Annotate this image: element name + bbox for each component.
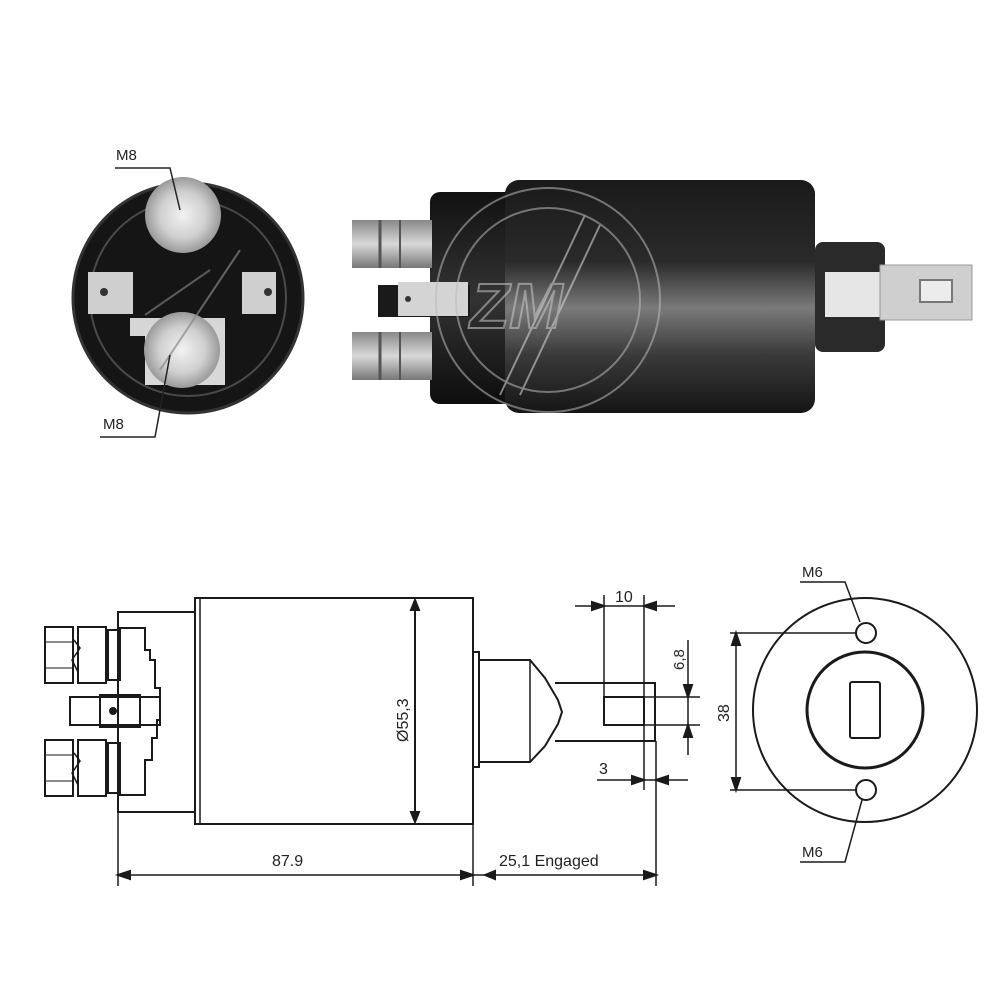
drawing-end-view	[730, 581, 978, 863]
bottom-hole-label: M6	[802, 844, 823, 861]
photo-side-view: ZM	[352, 180, 973, 413]
bottom-mount-hole	[855, 779, 877, 801]
hole-spacing-label: 38	[716, 704, 733, 722]
top-stud	[352, 220, 432, 268]
top-mount-hole	[855, 622, 877, 644]
bottom-stud	[352, 332, 432, 380]
overall-length-label: 87.9	[272, 853, 303, 870]
photo-end-view	[71, 167, 305, 438]
drawing-side-view	[44, 595, 700, 886]
left-tab	[88, 272, 133, 314]
bottom-terminal-label: M8	[103, 416, 124, 433]
tab-width-label: 10	[615, 589, 633, 606]
plunger-travel-label: 25,1 Engaged	[499, 853, 599, 870]
zm-logo-watermark: ZM	[435, 187, 661, 413]
tab-end-label: 3	[599, 761, 608, 778]
body-diameter-label: Ø55,3	[395, 698, 412, 742]
top-terminal-label: M8	[116, 147, 137, 164]
slot-width-label: 6,8	[671, 649, 688, 670]
bottom-bolt	[144, 312, 220, 388]
top-bolt	[145, 177, 221, 253]
top-hole-label: M6	[802, 564, 823, 581]
svg-text:ZM: ZM	[468, 270, 564, 342]
